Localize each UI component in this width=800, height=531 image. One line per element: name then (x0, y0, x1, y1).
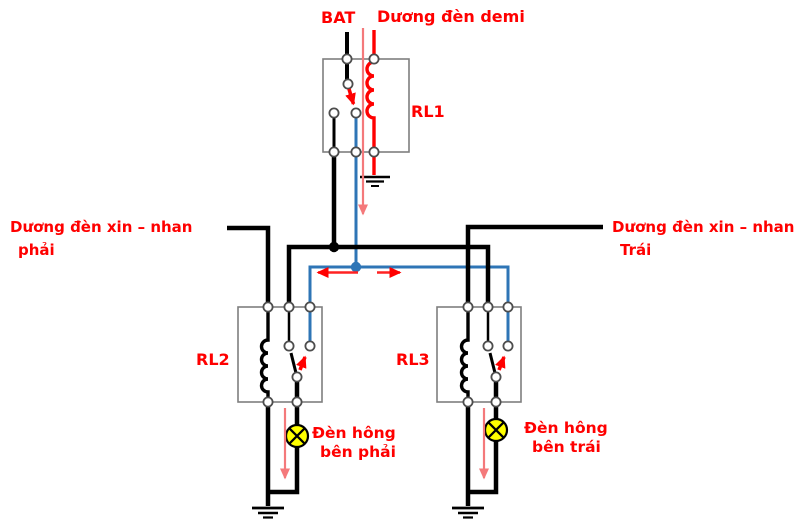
terminal (482, 340, 494, 352)
terminal (502, 301, 514, 313)
rl3-box (436, 306, 522, 403)
lamp-label-left-line2: bên trái (532, 438, 601, 456)
terminal (368, 146, 380, 158)
feed-label-right-line1: Dương đèn xin – nhan (612, 218, 795, 236)
lamp-icon-left (483, 417, 509, 443)
terminal (262, 301, 274, 313)
rl1-box (322, 58, 410, 153)
lamp-label-right: Đèn hông bên phải (312, 424, 396, 462)
rl1-switch-arrow-icon (345, 88, 356, 106)
junction-dot-bat-bus (328, 241, 340, 253)
rl3-label: RL3 (396, 350, 430, 369)
terminal (328, 146, 340, 158)
lamp-label-right-line2: bên phải (320, 443, 396, 461)
feed-label-left-line2: phải (18, 241, 55, 259)
ground-icon-rl3 (452, 506, 484, 519)
ground-icon-rl2 (252, 506, 284, 519)
feed-label-left: Dương đèn xin – nhan phải (10, 216, 192, 262)
wire-feed-right (465, 224, 603, 307)
terminal (462, 301, 474, 313)
rl2-switch-arrow-icon (296, 355, 307, 371)
terminal (262, 396, 274, 408)
terminal (291, 396, 303, 408)
rl2-switch-blade (289, 352, 298, 374)
rl3-coil-icon (459, 307, 470, 402)
rl1-coil-icon (365, 30, 376, 175)
terminal (350, 146, 362, 158)
feed-label-left-line1: Dương đèn xin – nhan (10, 218, 193, 236)
terminal (502, 340, 514, 352)
rl1-label: RL1 (411, 102, 445, 121)
terminal-circles (262, 53, 514, 408)
wire-feed-left (227, 225, 271, 307)
terminal (283, 301, 295, 313)
terminal (462, 396, 474, 408)
lamp-icon-right (284, 423, 310, 449)
rl2-coil-icon (259, 307, 270, 402)
bat-label: BAT (321, 8, 356, 27)
rl3-switch-blade (488, 352, 497, 374)
lamp-label-left-line1: Đèn hông (524, 419, 608, 437)
terminal (342, 78, 354, 90)
rl3-switch-arrow-icon (495, 355, 506, 371)
terminal (283, 340, 295, 352)
terminal (368, 53, 380, 65)
rl2-box (237, 306, 323, 403)
terminal (350, 107, 362, 119)
terminal (304, 301, 316, 313)
terminal (304, 340, 316, 352)
terminal (328, 107, 340, 119)
terminal (490, 371, 502, 383)
feed-label-right: Dương đèn xin – nhan Trái (612, 216, 794, 262)
wire-rl2-lamp-lead (268, 381, 300, 495)
demi-feed-label: Dương đèn demi (377, 7, 525, 26)
lamp-label-right-line1: Đèn hông (312, 424, 396, 442)
terminal (341, 53, 353, 65)
ground-icon-rl1 (360, 175, 390, 187)
feed-label-right-line2: Trái (620, 241, 652, 259)
wire-bat-bus (286, 244, 491, 307)
junction-dot-blue (350, 261, 362, 273)
terminal (482, 301, 494, 313)
terminal (490, 396, 502, 408)
terminal (291, 371, 303, 383)
lamp-label-left: Đèn hông bên trái (524, 419, 608, 457)
wire-black-group (227, 32, 603, 506)
rl2-label: RL2 (196, 350, 230, 369)
